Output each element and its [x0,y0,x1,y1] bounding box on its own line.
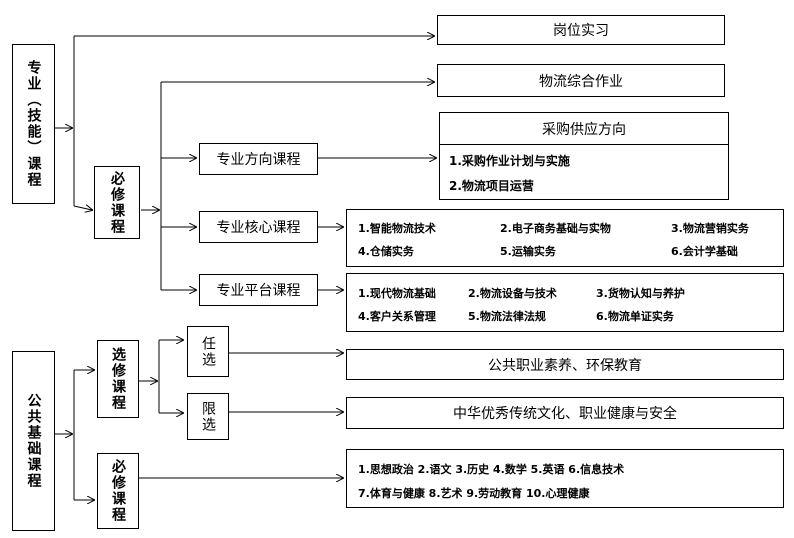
core-item: 3.物流营销实务 [671,222,749,235]
internship-label: 岗位实习 [553,23,609,39]
platform-items-box: 1.现代物流基础 2.物流设备与技术 3.货物认知与养护 4.客户关系管理 5.… [346,273,784,332]
public-required-content-box: 1.思想政治 2.语文 3.历史 4.数学 5.英语 6.信息技术 7.体育与健… [346,449,784,508]
elective-label: 选修课程 [110,347,126,411]
public-required-line: 1.思想政治 2.语文 3.历史 4.数学 5.英语 6.信息技术 [358,463,625,476]
limited-box: 限选 [187,393,229,440]
optional-content: 公共职业素养、环保教育 [488,357,642,374]
core-items-box: 1.智能物流技术 2.电子商务基础与实物 3.物流营销实务 4.仓储实务 5.运… [346,209,784,267]
direction-courses-box: 专业方向课程 [199,143,318,175]
direction-items-box: 1.采购作业计划与实施 2.物流项目运营 [439,144,729,200]
platform-item: 4.客户关系管理 [358,310,436,323]
platform-courses-box: 专业平台课程 [199,274,318,306]
direction-courses-label: 专业方向课程 [216,152,301,168]
platform-item: 1.现代物流基础 [358,287,436,300]
logistics-work-label: 物流综合作业 [539,73,623,90]
public-courses-box: 公共基础课程 [12,351,55,531]
platform-item: 2.物流设备与技术 [468,287,557,300]
public-required-line: 7.体育与健康 8.艺术 9.劳动教育 10.心理健康 [358,487,590,500]
public-required-label: 必修课程 [110,459,126,523]
core-item: 2.电子商务基础与实物 [500,222,611,235]
public-courses-label: 公共基础课程 [25,393,42,489]
optional-box: 任选 [187,326,229,377]
limited-content: 中华优秀传统文化、职业健康与安全 [453,406,677,422]
optional-content-box: 公共职业素养、环保教育 [346,349,784,380]
professional-courses-box: 专业（技能）课程 [12,44,55,204]
platform-courses-label: 专业平台课程 [216,283,301,299]
platform-item: 3.货物认知与养护 [596,287,685,300]
core-item: 6.会计学基础 [671,245,738,258]
optional-label: 任选 [200,335,216,368]
direction-title: 采购供应方向 [542,121,626,138]
professional-required-box: 必修课程 [94,166,140,239]
direction-title-box: 采购供应方向 [439,112,729,145]
platform-item: 6.物流单证实务 [596,310,674,323]
professional-required-label: 必修课程 [109,170,125,235]
core-item: 1.智能物流技术 [358,222,436,235]
elective-box: 选修课程 [97,340,139,418]
limited-content-box: 中华优秀传统文化、职业健康与安全 [346,397,784,429]
platform-item: 5.物流法律法规 [468,310,546,323]
core-courses-label: 专业核心课程 [216,220,301,236]
core-courses-box: 专业核心课程 [199,211,318,243]
logistics-work-box: 物流综合作业 [437,64,725,97]
core-item: 5.运输实务 [500,245,556,258]
direction-item: 1.采购作业计划与实施 [449,154,570,168]
core-item: 4.仓储实务 [358,245,414,258]
internship-box: 岗位实习 [437,15,725,45]
direction-item: 2.物流项目运营 [449,179,534,193]
limited-label: 限选 [200,400,216,433]
professional-courses-label: 专业（技能）课程 [25,60,42,188]
public-required-box: 必修课程 [97,453,139,529]
